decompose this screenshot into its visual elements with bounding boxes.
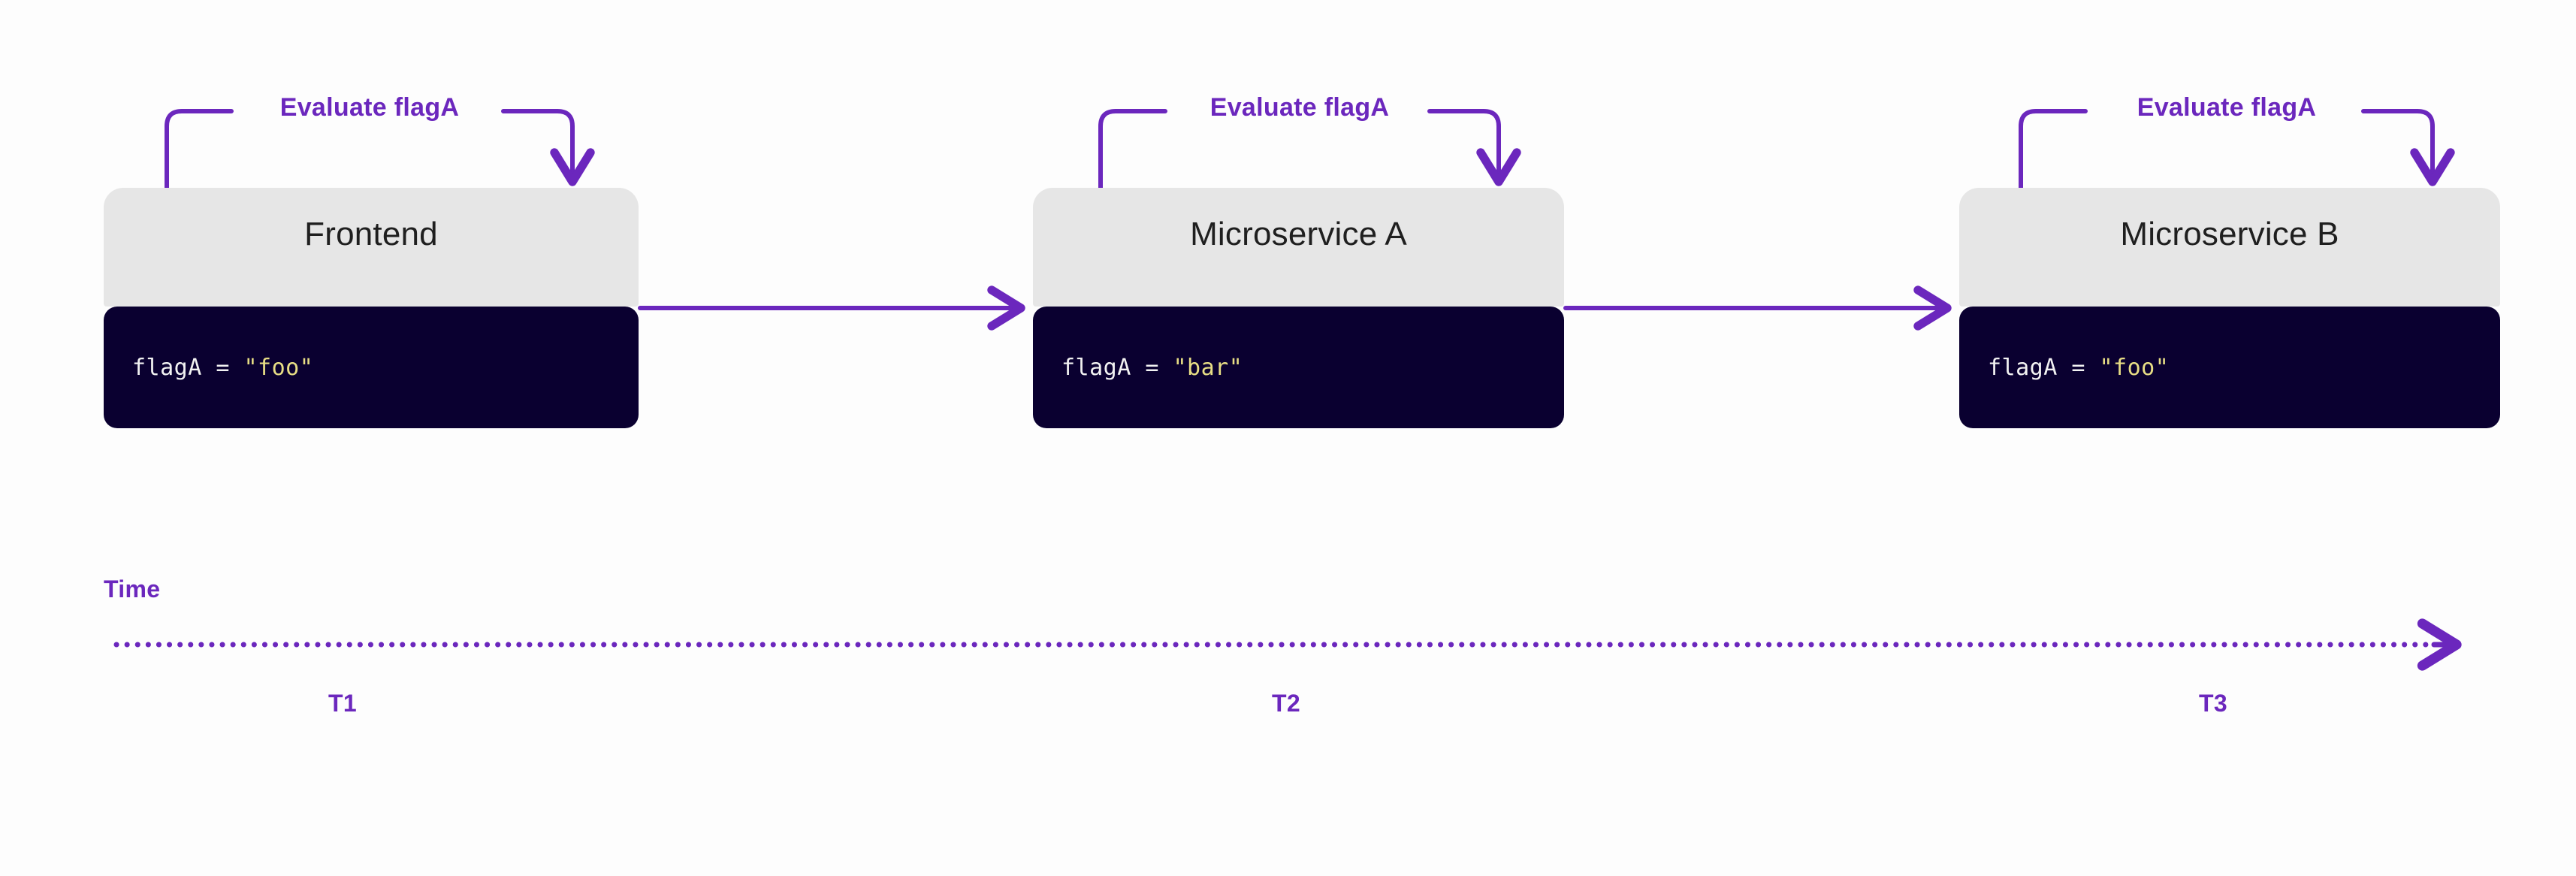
code-flag-value: "bar"	[1173, 354, 1243, 381]
node-code-microservice-a: flagA = "bar"	[1033, 307, 1564, 428]
code-operator: =	[2057, 354, 2100, 381]
code-operator: =	[201, 354, 244, 381]
time-axis-label: Time	[104, 575, 161, 603]
code-flag-name: flagA	[132, 354, 202, 381]
time-tick-t3: T3	[2199, 690, 2227, 717]
node-title-microservice-a: Microservice A	[1033, 188, 1564, 307]
time-tick-t2: T2	[1272, 690, 1300, 717]
node-title-frontend: Frontend	[104, 188, 639, 307]
node-frontend[interactable]: Frontend flagA = "foo"	[104, 188, 639, 428]
evaluate-loop-paths	[165, 109, 2455, 190]
code-flag-name: flagA	[1062, 354, 1131, 381]
node-microservice-a[interactable]: Microservice A flagA = "bar"	[1033, 188, 1564, 428]
node-title-microservice-b: Microservice B	[1959, 188, 2500, 307]
code-flag-value: "foo"	[2099, 354, 2170, 381]
evaluate-loop-label-frontend: Evaluate flagA	[279, 93, 460, 122]
node-code-frontend: flagA = "foo"	[104, 307, 639, 428]
code-operator: =	[1131, 354, 1173, 381]
evaluate-loop-label-microservice-b: Evaluate flagA	[2137, 93, 2317, 122]
code-flag-value: "foo"	[243, 354, 314, 381]
node-microservice-b[interactable]: Microservice B flagA = "foo"	[1959, 188, 2500, 428]
evaluate-loop-label-microservice-a: Evaluate flagA	[1209, 93, 1390, 122]
node-code-microservice-b: flagA = "foo"	[1959, 307, 2500, 428]
time-tick-t1: T1	[328, 690, 357, 717]
code-flag-name: flagA	[1988, 354, 2058, 381]
